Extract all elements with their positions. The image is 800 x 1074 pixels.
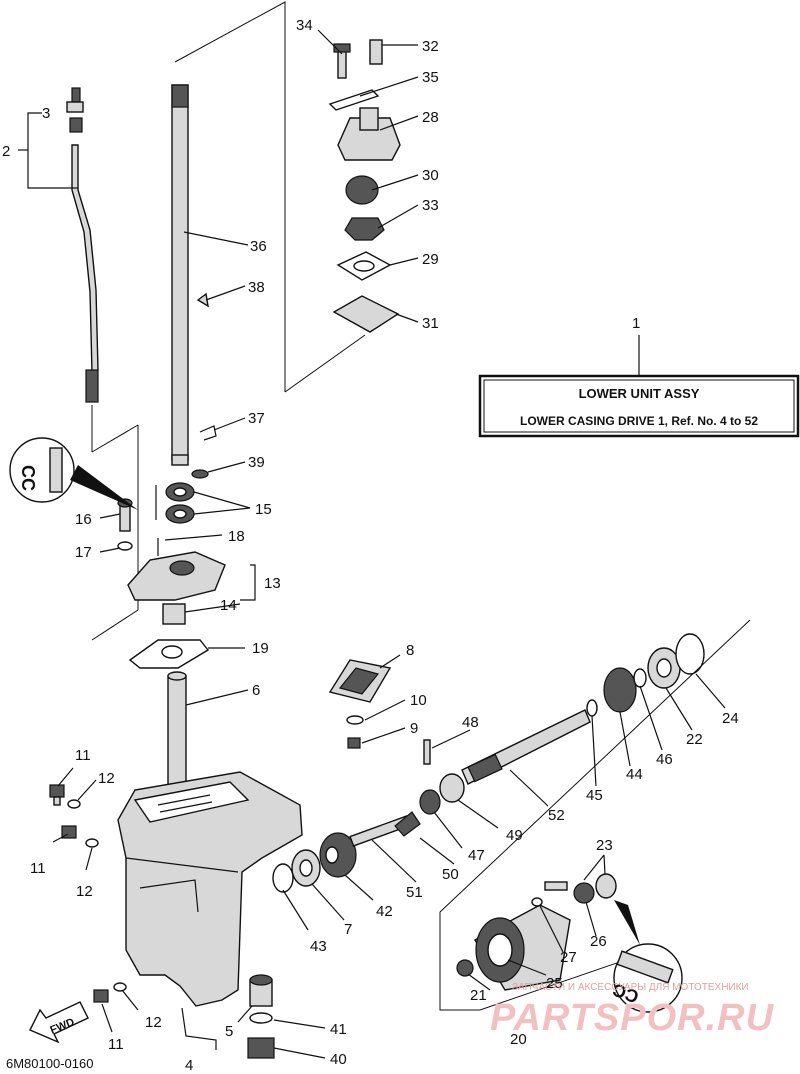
leader-lines <box>52 29 726 1059</box>
shaft-housing-parts <box>439 619 751 1011</box>
callout-27: 27 <box>560 949 577 966</box>
callout-5: 5 <box>225 1023 233 1040</box>
lower-casing <box>117 771 303 1050</box>
callout-numbers: 1 2 3 4 5 6 7 8 9 10 11 11 11 12 12 12 1… <box>2 17 739 1074</box>
callout-47: 47 <box>468 847 485 864</box>
callout-9: 9 <box>410 720 418 737</box>
callout-11a: 11 <box>75 747 91 764</box>
callout-33: 33 <box>422 197 439 214</box>
callout-34: 34 <box>296 17 313 34</box>
callout-12a: 12 <box>98 770 115 787</box>
callout-45: 45 <box>586 787 603 804</box>
callout-20: 20 <box>510 1031 527 1048</box>
title-box: LOWER UNIT ASSY LOWER CASING DRIVE 1, Re… <box>478 335 800 438</box>
callout-50: 50 <box>442 866 459 883</box>
assembly-frame-lines <box>91 1 366 641</box>
callout-41: 41 <box>330 1021 347 1038</box>
forward-gear-parts <box>272 832 357 893</box>
callout-42: 42 <box>376 903 393 920</box>
title-box-title: LOWER UNIT ASSY <box>579 386 700 401</box>
callout-1: 1 <box>632 315 640 332</box>
callout-44: 44 <box>626 766 643 783</box>
shift-rod-assembly <box>18 87 99 403</box>
callout-22: 22 <box>686 731 703 748</box>
callout-48: 48 <box>462 714 479 731</box>
water-tube <box>167 671 187 787</box>
callout-11b: 11 <box>30 860 46 877</box>
callout-8: 8 <box>406 642 414 659</box>
callout-37: 37 <box>248 410 265 427</box>
callout-24: 24 <box>722 710 739 727</box>
callout-28: 28 <box>422 109 439 126</box>
callout-3: 3 <box>42 105 50 122</box>
title-box-subtitle: LOWER CASING DRIVE 1, Ref. No. 4 to 52 <box>520 414 758 428</box>
callout-36: 36 <box>250 238 267 255</box>
callout-7: 7 <box>344 921 352 938</box>
callout-43: 43 <box>310 938 327 955</box>
svg-text:ЗАПЧАСТИ И АКСЕССУАРЫ ДЛЯ МОТО: ЗАПЧАСТИ И АКСЕССУАРЫ ДЛЯ МОТОТЕХНИКИ <box>512 982 749 993</box>
grease-callouts: CC CC <box>9 437 683 1013</box>
callout-31: 31 <box>422 315 439 332</box>
callout-14: 14 <box>220 597 237 614</box>
casing-bolts <box>49 784 127 1003</box>
callout-49: 49 <box>506 827 523 844</box>
callout-40: 40 <box>330 1051 347 1068</box>
pinion-parts <box>247 974 275 1059</box>
callout-15: 15 <box>255 501 272 518</box>
callout-10: 10 <box>410 692 427 709</box>
bearing-housing-parts <box>117 482 226 669</box>
callout-32: 32 <box>422 38 439 55</box>
propeller-shaft-parts <box>349 633 705 847</box>
callout-35: 35 <box>422 69 439 86</box>
callout-30: 30 <box>422 167 439 184</box>
callout-26: 26 <box>590 933 607 950</box>
callout-12c: 12 <box>145 1014 162 1031</box>
svg-text:CC: CC <box>18 465 38 491</box>
callout-16: 16 <box>75 511 92 528</box>
callout-51: 51 <box>406 884 423 901</box>
callout-2: 2 <box>2 143 10 160</box>
water-pump-parts <box>328 39 401 333</box>
callout-11c: 11 <box>108 1036 124 1053</box>
callout-38: 38 <box>248 279 265 296</box>
callout-4: 4 <box>185 1057 193 1074</box>
trim-tab-cover <box>328 659 392 749</box>
callout-19: 19 <box>252 640 269 657</box>
callout-21: 21 <box>470 987 487 1004</box>
drive-shaft <box>171 84 189 466</box>
svg-text:PARTSPOR.RU: PARTSPOR.RU <box>490 997 775 1039</box>
callout-46: 46 <box>656 751 673 768</box>
fwd-arrow: FWD <box>29 1001 89 1044</box>
watermark: ЗАПЧАСТИ И АКСЕССУАРЫ ДЛЯ МОТОТЕХНИКИ PA… <box>490 982 775 1039</box>
callout-12b: 12 <box>76 883 93 900</box>
callout-13: 13 <box>264 575 281 592</box>
callout-25: 25 <box>546 975 563 992</box>
clips <box>191 292 217 479</box>
figure-code: 6M80100-0160 <box>6 1056 93 1071</box>
callout-39: 39 <box>248 454 265 471</box>
callout-18: 18 <box>228 528 245 545</box>
callout-29: 29 <box>422 251 439 268</box>
callout-6: 6 <box>252 682 260 699</box>
callout-23: 23 <box>596 837 613 854</box>
callout-52: 52 <box>548 807 565 824</box>
callout-17: 17 <box>75 544 92 561</box>
